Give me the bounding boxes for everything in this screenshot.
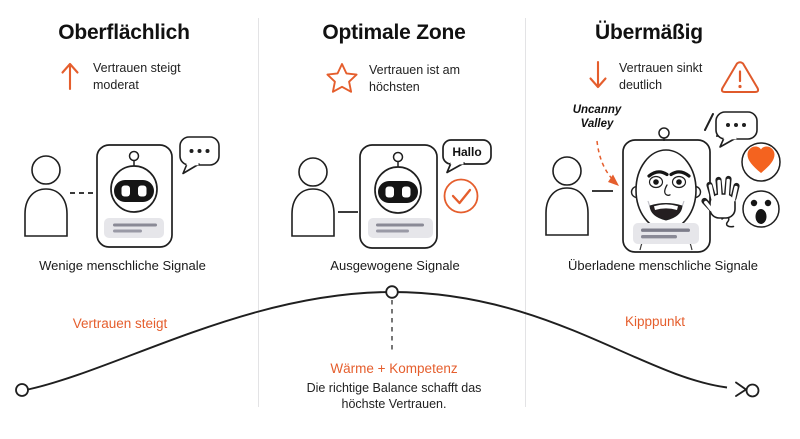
curve-label-tipping-point: Kipppunkt <box>624 314 686 329</box>
heart-badge-icon <box>741 142 781 182</box>
uncanny-arrow <box>596 140 619 186</box>
curve-arrowhead <box>735 381 747 397</box>
person-figure-3 <box>545 156 589 236</box>
caption-2: Ausgewogene Signale <box>330 258 460 273</box>
person-figure-1 <box>24 155 68 237</box>
column-title-optimale-zone: Optimale Zone <box>322 21 466 44</box>
arrow-up-icon <box>61 62 79 91</box>
curve-end-marker <box>745 383 760 398</box>
caption-3: Überladene menschliche Signale <box>567 258 759 273</box>
curve-peak-marker <box>385 285 399 299</box>
center-note-heading: Wärme + Kompetenz <box>330 361 458 376</box>
robot-card-2 <box>359 144 438 249</box>
person-figure-2 <box>291 157 335 237</box>
ellipsis-bubble-icon-3 <box>715 111 758 148</box>
robot-head-2 <box>374 151 422 214</box>
center-note-body: Die richtige Balance schafft das höchste… <box>306 381 482 412</box>
trend-text-1: Vertrauen steigt moderat <box>93 61 181 92</box>
waving-hand-icon <box>701 175 740 219</box>
curve-label-rising: Vertrauen steigt <box>72 316 168 331</box>
hallo-bubble-text: Hallo <box>452 145 482 159</box>
human-face <box>630 149 702 251</box>
check-circle-icon <box>443 178 479 214</box>
robot-card-1 <box>96 144 173 248</box>
trust-curve <box>15 285 760 398</box>
message-panel-1 <box>104 218 164 238</box>
ellipsis-bubble-icon-1 <box>179 136 220 175</box>
star-icon <box>326 63 358 93</box>
trend-text-2: Vertrauen ist am höchsten <box>369 63 461 94</box>
message-panel-2 <box>368 218 433 238</box>
column-title-uebermaessig: Übermäßig <box>595 21 703 44</box>
curve-start-marker <box>15 383 29 397</box>
hallo-bubble <box>442 139 492 174</box>
column-title-oberflaechlich: Oberflächlich <box>58 21 190 44</box>
message-panel-3 <box>633 223 699 244</box>
uncanny-valley-label: Uncanny Valley <box>572 104 622 130</box>
robot-head-1 <box>110 150 158 213</box>
caption-1: Wenige menschliche Signale <box>39 258 206 273</box>
arrow-down-icon <box>589 60 607 89</box>
warning-triangle-icon <box>720 61 760 93</box>
trend-text-3: Vertrauen sinkt deutlich <box>619 61 703 92</box>
shocked-face-icon <box>742 190 780 228</box>
